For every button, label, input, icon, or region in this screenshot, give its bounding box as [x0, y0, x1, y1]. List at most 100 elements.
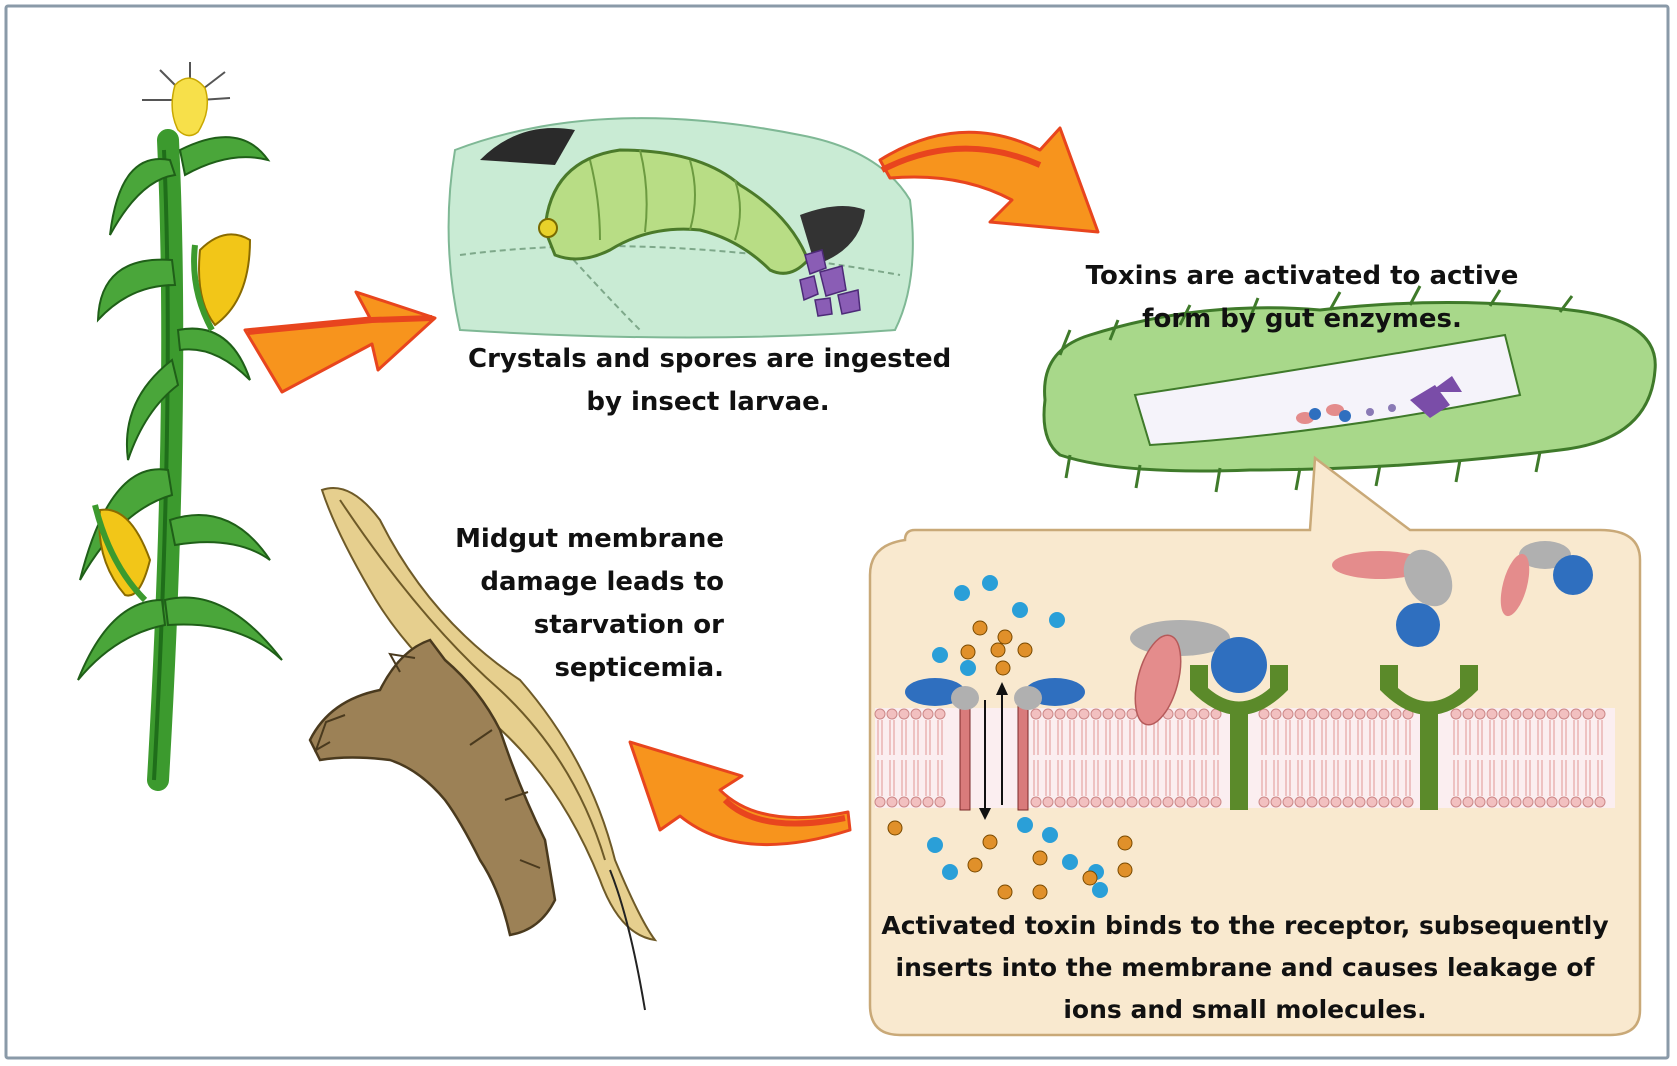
lipid-head: [1595, 797, 1605, 807]
lipid-head: [1487, 797, 1497, 807]
lipid-head: [1175, 797, 1185, 807]
caption-midgut-line2: damage leads to: [420, 561, 724, 604]
lipid-head: [1031, 709, 1041, 719]
lipid-head: [1451, 797, 1461, 807]
lipid-head: [1151, 797, 1161, 807]
lipid-head: [875, 709, 885, 719]
caption-binding-line1: Activated toxin binds to the receptor, s…: [860, 905, 1630, 947]
lipid-head: [1295, 797, 1305, 807]
lipid-head: [1331, 797, 1341, 807]
lipid-head: [1595, 709, 1605, 719]
lipid-head: [1343, 709, 1353, 719]
lipid-head: [1307, 709, 1317, 719]
lipid-head: [1355, 709, 1365, 719]
caption-activation: Toxins are activated to active form by g…: [1082, 255, 1522, 341]
lipid-head: [1403, 797, 1413, 807]
caption-midgut-line4: septicemia.: [420, 647, 724, 690]
lipid-head: [1319, 797, 1329, 807]
larva-eating-icon: [449, 118, 913, 337]
lipid-head: [887, 709, 897, 719]
lipid-head: [1331, 709, 1341, 719]
lipid-head: [1139, 797, 1149, 807]
lipid-head: [1175, 709, 1185, 719]
lipid-head: [1079, 709, 1089, 719]
lipid-head: [1367, 709, 1377, 719]
lipid-head: [1055, 797, 1065, 807]
lipid-head: [1271, 797, 1281, 807]
lipid-head: [1043, 709, 1053, 719]
lipid-head: [1475, 709, 1485, 719]
caption-binding-line3: ions and small molecules.: [860, 989, 1630, 1031]
caption-midgut-line3: starvation or: [420, 604, 724, 647]
lipid-head: [1475, 797, 1485, 807]
lipid-head: [1343, 797, 1353, 807]
lipid-head: [911, 709, 921, 719]
lipid-head: [1307, 797, 1317, 807]
lipid-head: [1115, 709, 1125, 719]
lipid-head: [1583, 709, 1593, 719]
lipid-head: [911, 797, 921, 807]
lipid-head: [1067, 709, 1077, 719]
lipid-head: [887, 797, 897, 807]
lipid-head: [1535, 797, 1545, 807]
lipid-head: [1499, 797, 1509, 807]
lipid-head: [875, 797, 885, 807]
lipid-head: [899, 709, 909, 719]
lipid-head: [935, 797, 945, 807]
lipid-head: [1187, 709, 1197, 719]
lipid-head: [1055, 709, 1065, 719]
caption-ingestion: Crystals and spores are ingested by inse…: [468, 338, 948, 424]
lipid-head: [1259, 797, 1269, 807]
lipid-head: [1355, 797, 1365, 807]
lipid-head: [1187, 797, 1197, 807]
lipid-head: [1511, 797, 1521, 807]
lipid-head: [1547, 797, 1557, 807]
lipid-head: [1103, 797, 1113, 807]
caption-toxin-binding: Activated toxin binds to the receptor, s…: [860, 905, 1630, 1031]
lipid-head: [1259, 709, 1269, 719]
lipid-head: [1283, 797, 1293, 807]
caption-midgut-damage: Midgut membrane damage leads to starvati…: [420, 518, 724, 690]
lipid-head: [1547, 709, 1557, 719]
lipid-head: [1031, 797, 1041, 807]
lipid-head: [1103, 709, 1113, 719]
lipid-head: [1571, 797, 1581, 807]
lipid-head: [1463, 797, 1473, 807]
lipid-head: [1523, 797, 1533, 807]
lipid-head: [1115, 797, 1125, 807]
lipid-head: [1463, 709, 1473, 719]
lipid-head: [1487, 709, 1497, 719]
lipid-head: [1091, 709, 1101, 719]
caption-activation-line2: form by gut enzymes.: [1082, 298, 1522, 341]
lipid-head: [1379, 709, 1389, 719]
lipid-head: [1499, 709, 1509, 719]
lipid-head: [923, 797, 933, 807]
lipid-head: [1211, 797, 1221, 807]
lipid-head: [1163, 797, 1173, 807]
caption-binding-line2: inserts into the membrane and causes lea…: [860, 947, 1630, 989]
lipid-head: [1391, 709, 1401, 719]
lipid-head: [1523, 709, 1533, 719]
lipid-head: [1559, 709, 1569, 719]
lipid-head: [1571, 709, 1581, 719]
lipid-head: [1199, 797, 1209, 807]
caption-ingestion-line2: by insect larvae.: [468, 381, 948, 424]
lipid-head: [1535, 709, 1545, 719]
caption-activation-line1: Toxins are activated to active: [1082, 255, 1522, 298]
lipid-head: [1295, 709, 1305, 719]
lipid-head: [1391, 797, 1401, 807]
lipid-head: [1319, 709, 1329, 719]
lipid-head: [1559, 797, 1569, 807]
lipid-head: [1091, 797, 1101, 807]
lipid-head: [1127, 709, 1137, 719]
lipid-head: [1127, 797, 1137, 807]
lipid-head: [1379, 797, 1389, 807]
lipid-head: [1043, 797, 1053, 807]
lipid-head: [1451, 709, 1461, 719]
lipid-head: [923, 709, 933, 719]
lipid-head: [1283, 709, 1293, 719]
lipid-head: [1271, 709, 1281, 719]
caption-ingestion-line1: Crystals and spores are ingested: [468, 338, 948, 381]
lipid-head: [1511, 709, 1521, 719]
lipid-head: [899, 797, 909, 807]
